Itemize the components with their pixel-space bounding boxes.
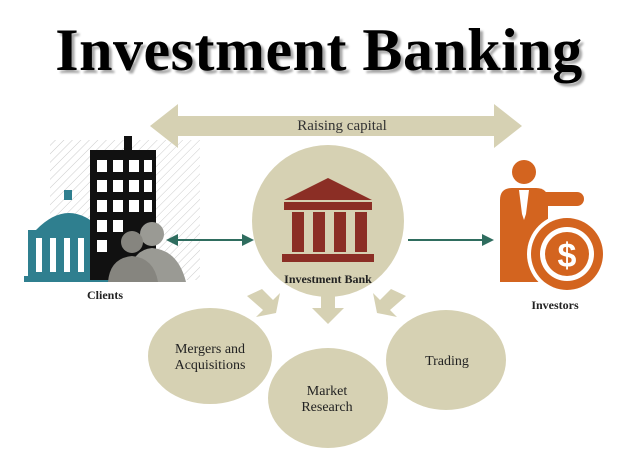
service-arrows	[247, 289, 406, 324]
market-research-circle	[268, 348, 388, 448]
clients-bank-arrow	[166, 234, 254, 246]
clients-icon	[24, 136, 200, 282]
investment-bank-node	[252, 145, 404, 297]
trading-label: Trading	[425, 354, 469, 369]
mergers-line2: Acquisitions	[174, 358, 246, 373]
raising-capital-label: Raising capital	[297, 118, 387, 134]
market-line1: Market	[306, 384, 348, 399]
trading-circle	[386, 310, 506, 410]
mergers-circle	[148, 308, 272, 404]
svg-text:$: $	[558, 237, 577, 275]
mergers-label: Mergers and Acquisitions	[140, 342, 280, 374]
page-title: Investment Banking	[55, 17, 583, 83]
bank-label: Investment Bank	[284, 272, 372, 286]
investors-label: Investors	[531, 298, 579, 312]
mergers-line1: Mergers and	[174, 342, 246, 357]
bank-investors-arrow	[408, 234, 494, 246]
market-line2: Research	[301, 400, 353, 415]
raising-capital-arrow	[150, 104, 522, 148]
investor-dollar-icon: $	[500, 160, 607, 294]
bank-building-icon	[282, 178, 374, 262]
market-research-label: Market Research	[272, 384, 382, 416]
clients-label: Clients	[87, 288, 123, 302]
